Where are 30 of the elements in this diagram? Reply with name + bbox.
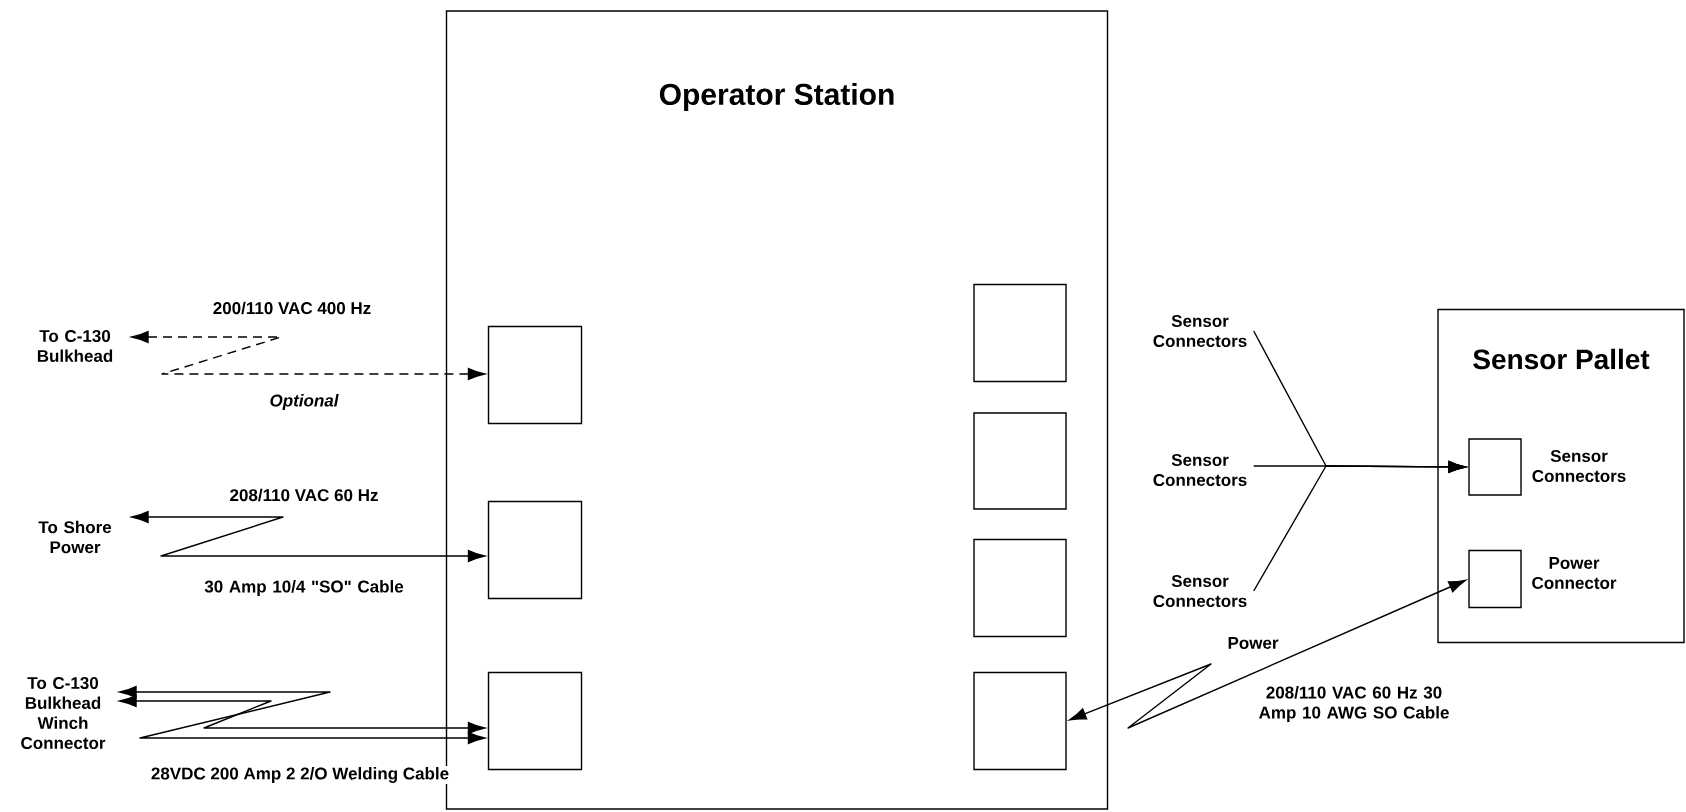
endpoint-label: Sensor Connectors bbox=[1153, 454, 1247, 487]
endpoint-label: To Shore Power bbox=[38, 520, 112, 554]
connector-box bbox=[973, 538, 1067, 638]
connector-box bbox=[487, 671, 583, 771]
endpoint-label: To C-130 Bulkhead bbox=[37, 330, 113, 363]
endpoint-label: Sensor Connectors bbox=[1153, 315, 1247, 348]
edge-label: 208/110 VAC 60 Hz bbox=[228, 487, 380, 503]
cable-arrow bbox=[119, 694, 486, 735]
cable-arrow bbox=[119, 685, 486, 745]
connector-box bbox=[973, 671, 1067, 771]
connector-box bbox=[487, 500, 583, 600]
connector-box bbox=[1468, 438, 1522, 496]
edge-label: 200/110 VAC 400 Hz bbox=[211, 300, 373, 316]
connector-box bbox=[1468, 549, 1522, 609]
connector-box bbox=[973, 283, 1067, 383]
connector-box bbox=[973, 412, 1067, 510]
endpoint-label: Sensor Connectors bbox=[1153, 575, 1247, 608]
edge-label: 208/110 VAC 60 Hz 30 Amp 10 AWG SO Cable bbox=[1245, 685, 1463, 723]
cable-arrow bbox=[1253, 460, 1466, 592]
connector-label: Sensor Connectors bbox=[1532, 450, 1626, 483]
cable-label: Optional bbox=[270, 394, 339, 410]
cable-label: 30 Amp 10/4 "SO" Cable bbox=[204, 580, 404, 596]
cable-arrow bbox=[1069, 579, 1466, 729]
cable-label: Power bbox=[1228, 637, 1279, 649]
edge-label: 28VDC 200 Amp 2 2/O Welding Cable bbox=[149, 766, 451, 784]
connector-box bbox=[487, 325, 583, 425]
connector-label: Power Connector bbox=[1532, 557, 1617, 589]
endpoint-label: To C-130 Bulkhead Winch Connector bbox=[21, 677, 106, 750]
cable-arrow bbox=[131, 510, 486, 563]
cable-arrow bbox=[131, 330, 486, 381]
